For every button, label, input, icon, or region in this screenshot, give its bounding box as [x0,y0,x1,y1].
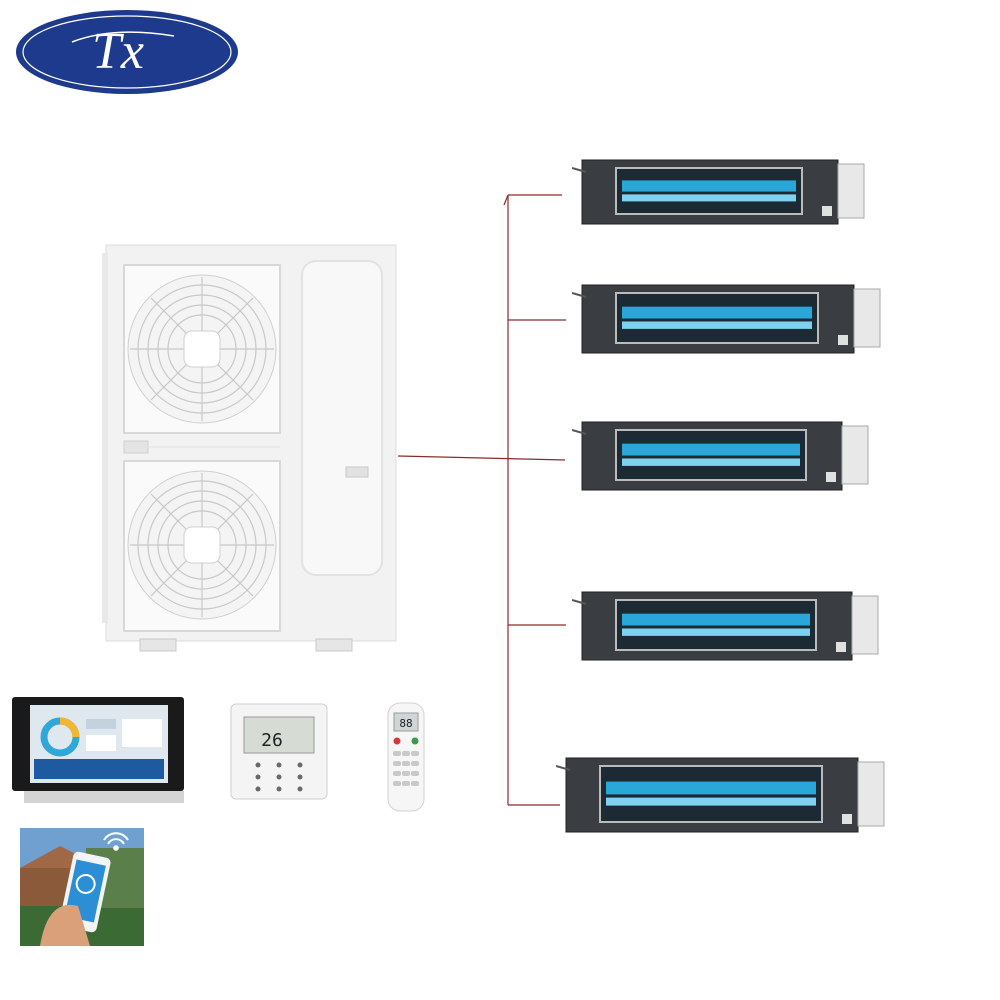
wall-controller-display: 26 [261,730,283,751]
ducted-indoor-unit-4 [571,590,882,664]
fan-grille-top [123,264,281,434]
ducted-indoor-unit-1 [571,158,868,228]
remote-control: 88 [386,701,426,813]
touch-screen-controller [12,697,184,803]
wifi-icon [103,832,129,851]
wall-controller: 26 [230,703,328,800]
brand-logo: Tx [14,8,240,96]
ducted-indoor-unit-2 [571,283,884,357]
outdoor-unit [100,243,400,653]
fan-grille-bottom [123,460,281,632]
ducted-indoor-unit-5 [555,756,888,836]
smartphone-app-photo [20,828,144,946]
remote-display: 88 [399,717,412,730]
ducted-indoor-unit-3 [571,420,872,494]
